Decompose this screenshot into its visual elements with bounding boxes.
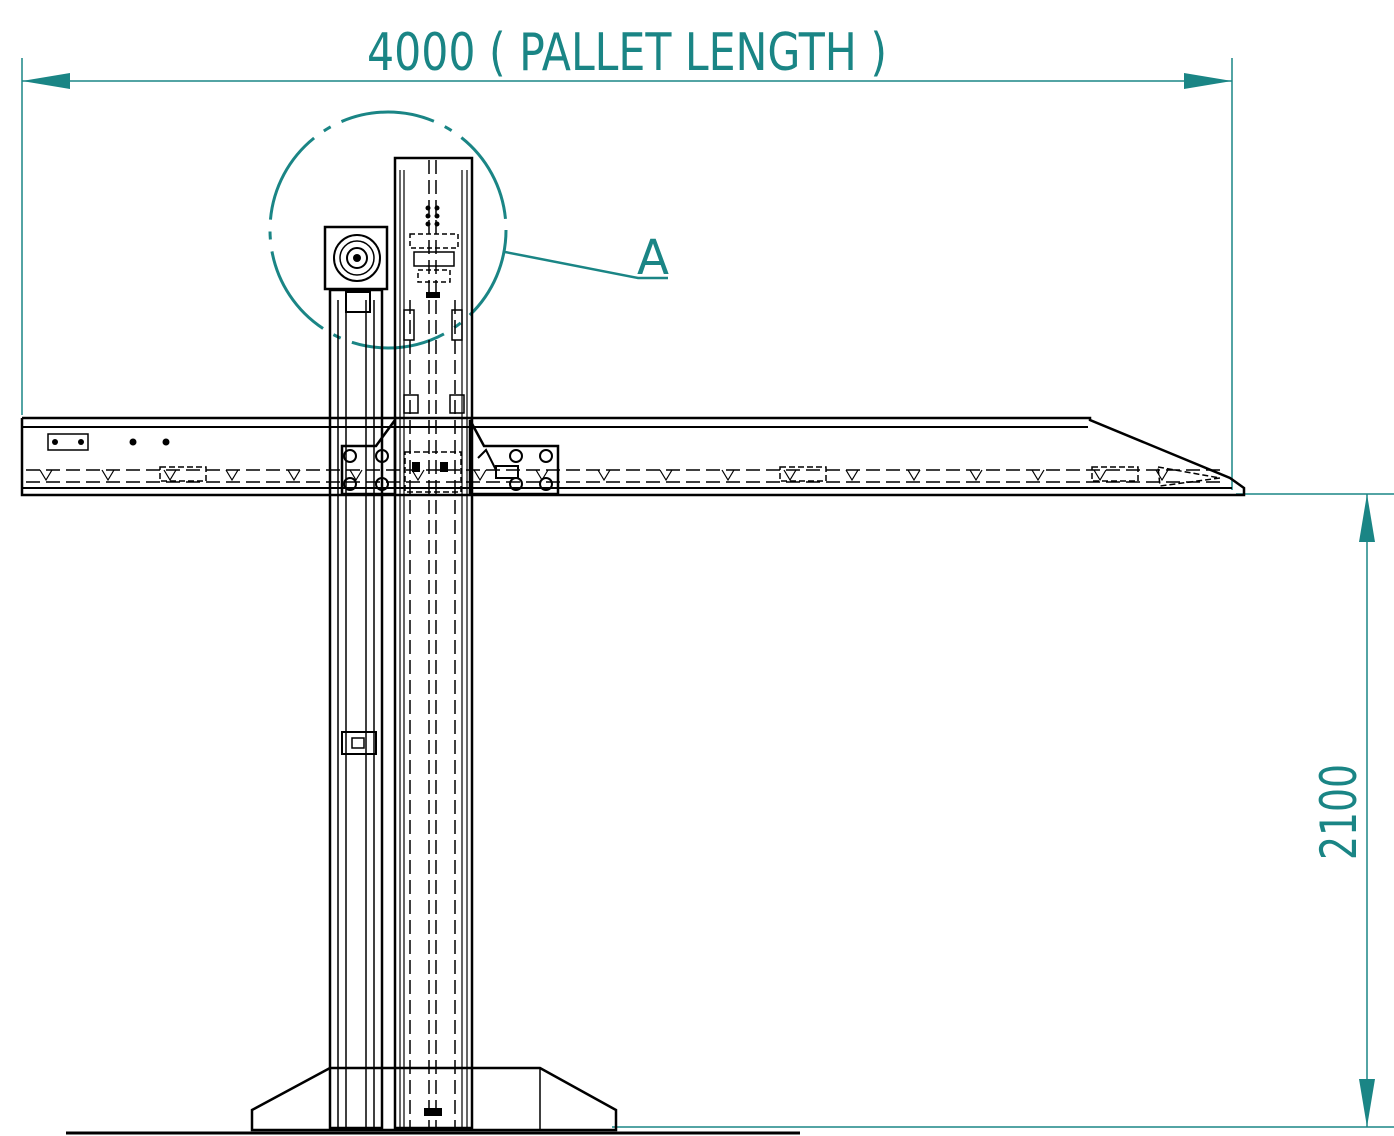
horizontal-dimension: 4000 ( PALLET LENGTH ) bbox=[21, 23, 1233, 490]
platform-notch bbox=[473, 469, 487, 482]
height-label: 2100 bbox=[1310, 764, 1368, 860]
vertical-dimension: 2100 bbox=[612, 493, 1394, 1128]
platform-notch bbox=[287, 469, 301, 482]
platform-notch bbox=[411, 469, 425, 482]
platform-notch bbox=[163, 469, 177, 482]
platform-notch bbox=[659, 469, 673, 482]
column-head-mechanism bbox=[403, 205, 465, 1116]
pallet-platform bbox=[20, 416, 1246, 497]
platform-notch bbox=[39, 469, 53, 482]
pallet-length-label: 4000 ( PALLET LENGTH ) bbox=[367, 23, 887, 83]
platform-notch bbox=[225, 469, 239, 482]
platform-notches bbox=[39, 469, 1169, 482]
detail-circle bbox=[268, 110, 508, 350]
platform-notch bbox=[783, 469, 797, 482]
platform-notch bbox=[969, 469, 983, 482]
platform-notch bbox=[101, 469, 115, 482]
platform-notch bbox=[1031, 469, 1045, 482]
platform-notch bbox=[349, 469, 363, 482]
platform-notch bbox=[597, 469, 611, 482]
platform-notch bbox=[907, 469, 921, 482]
arrowhead-right bbox=[1184, 73, 1232, 89]
base-plate bbox=[250, 1066, 618, 1132]
detail-label: A bbox=[637, 230, 670, 286]
platform-notch bbox=[845, 469, 859, 482]
detail-leader-line bbox=[504, 250, 668, 280]
platform-notch bbox=[1093, 469, 1107, 482]
arrowhead-left bbox=[22, 73, 70, 89]
arrowhead-top bbox=[1359, 494, 1375, 542]
arrowhead-bottom bbox=[1359, 1079, 1375, 1127]
platform-notch bbox=[721, 469, 735, 482]
main-column bbox=[393, 156, 474, 1130]
column-bracket bbox=[340, 416, 560, 496]
detail-marker: A bbox=[268, 110, 670, 350]
lift-cylinder bbox=[323, 225, 389, 1130]
